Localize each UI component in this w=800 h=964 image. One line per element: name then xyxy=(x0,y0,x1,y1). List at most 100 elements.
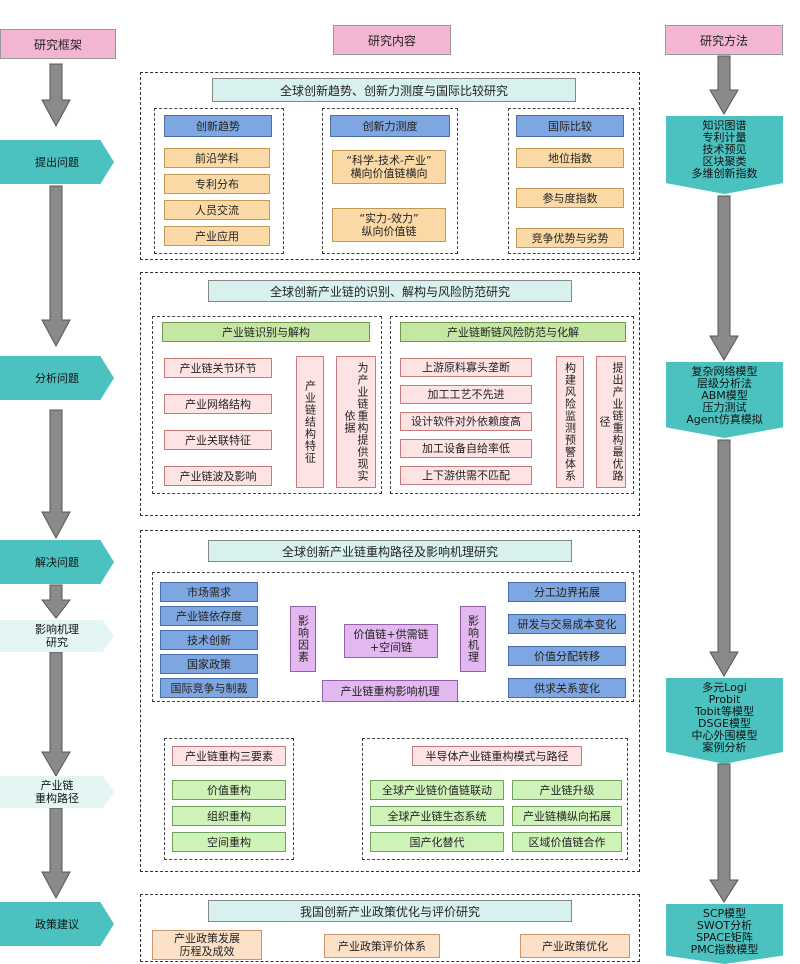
mechanism-item: 价值分配转移 xyxy=(508,646,626,666)
method-item: 中心外围模型 xyxy=(691,729,758,742)
mechanism-item: 研发与交易成本变化 xyxy=(508,614,626,634)
factor-item: 市场需求 xyxy=(160,582,258,602)
method-item: Probit xyxy=(708,693,741,706)
section3-title: 全球创新产业链重构路径及影响机理研究 xyxy=(208,540,572,562)
policy-history-line2: 历程及成效 xyxy=(179,945,235,958)
factor-item: 技术创新 xyxy=(160,630,258,650)
stage-restructure-line2: 重构路径 xyxy=(35,792,79,805)
method-item: 复杂网络模型 xyxy=(691,365,758,378)
mechanism-label: 影响机理 xyxy=(460,606,486,672)
trend-item: 人员交流 xyxy=(164,200,270,220)
center-line2: +空间链 xyxy=(369,641,413,654)
mode-item: 国产化替代 xyxy=(370,832,504,852)
compare-item: 参与度指数 xyxy=(516,188,624,208)
identify-head: 产业链识别与解构 xyxy=(162,322,370,342)
factor-label: 影响因素 xyxy=(290,606,316,672)
header-method: 研究方法 xyxy=(665,25,783,55)
factor-item: 产业链依存度 xyxy=(160,606,258,626)
policy-history-line1: 产业政策发展 xyxy=(174,932,240,945)
header-framework: 研究框架 xyxy=(0,29,116,59)
method-group-2: 复杂网络模型 层级分析法 ABM模型 压力测试 Agent仿真模拟 xyxy=(666,362,783,438)
element-item: 空间重构 xyxy=(172,832,286,852)
center-line1: 价值链+供需链 xyxy=(353,628,429,641)
mechanism-item: 供求关系变化 xyxy=(508,678,626,698)
measure-horizontal-line2: 横向价值链横向 xyxy=(350,167,428,180)
identify-item: 产业关联特征 xyxy=(164,430,272,450)
method-group-1: 知识图谱 专利计量 技术预见 区块聚类 多维创新指数 xyxy=(666,116,783,194)
identify-item: 产业网络结构 xyxy=(164,394,272,414)
risk-group xyxy=(390,316,634,494)
mode-item: 全球产业链生态系统 xyxy=(370,806,504,826)
risk-item: 设计软件对外依赖度高 xyxy=(400,412,532,431)
header-content: 研究内容 xyxy=(333,25,451,55)
section4-title: 我国创新产业政策优化与评价研究 xyxy=(208,900,572,922)
compare-group xyxy=(508,108,634,254)
stage-policy-advice: 政策建议 xyxy=(0,902,114,946)
method-item: PMC指数模型 xyxy=(690,943,759,956)
element-item: 价值重构 xyxy=(172,780,286,800)
section1-title: 全球创新趋势、创新力测度与国际比较研究 xyxy=(212,78,576,102)
optimal-path: 提出产业链重构最优路径 xyxy=(596,356,626,488)
modes-head: 半导体产业链重构模式与路径 xyxy=(412,746,582,766)
method-item: 案例分析 xyxy=(702,741,747,754)
stage-analyze-problem: 分析问题 xyxy=(0,356,114,400)
method-group-3: 多元Logi Probit Tobit等模型 DSGE模型 中心外围模型 案例分… xyxy=(666,678,783,764)
method-item: Agent仿真模拟 xyxy=(686,413,763,426)
trend-item: 产业应用 xyxy=(164,226,270,246)
trend-group xyxy=(154,108,284,254)
stage-restructure-path: 产业链 重构路径 xyxy=(0,776,114,808)
mode-item: 产业链升级 xyxy=(512,780,622,800)
elements-group xyxy=(164,738,294,860)
compare-item: 竞争优势与劣势 xyxy=(516,228,624,248)
measure-vertical-line1: “实力-效力” xyxy=(359,212,419,225)
method-item: 技术预见 xyxy=(702,143,747,156)
risk-item: 上游原料寡头垄断 xyxy=(400,358,532,377)
risk-item: 上下游供需不匹配 xyxy=(400,466,532,485)
risk-item: 加工工艺不先进 xyxy=(400,385,532,404)
risk-item: 加工设备自给率低 xyxy=(400,439,532,458)
center-chains: 价值链+供需链 +空间链 xyxy=(344,624,438,658)
method-item: SWOT分析 xyxy=(696,919,753,932)
method-item: DSGE模型 xyxy=(698,717,751,730)
identify-item: 产业链波及影响 xyxy=(164,466,272,486)
modes-group xyxy=(362,738,628,860)
stage-mechanism-line1: 影响机理 xyxy=(35,623,79,636)
trend-head: 创新趋势 xyxy=(164,115,272,137)
element-item: 组织重构 xyxy=(172,806,286,826)
method-item: 多元Logi xyxy=(702,681,747,694)
identify-item: 产业链关节环节 xyxy=(164,358,272,378)
policy-evaluation: 产业政策评价体系 xyxy=(324,934,440,958)
measure-group xyxy=(322,108,458,254)
identify-group xyxy=(152,316,382,494)
method-item: 层级分析法 xyxy=(697,377,752,390)
compare-item: 地位指数 xyxy=(516,148,624,168)
method-item: SPACE矩阵 xyxy=(696,931,753,944)
reality-basis: 为产业链重构提供现实依据 xyxy=(336,356,376,488)
mode-item: 区域价值链合作 xyxy=(512,832,622,852)
method-group-4: SCP模型 SWOT分析 SPACE矩阵 PMC指数模型 xyxy=(666,904,783,964)
method-arrows xyxy=(709,55,739,903)
stage-mechanism-line2: 研究 xyxy=(46,636,68,649)
policy-history: 产业政策发展 历程及成效 xyxy=(152,930,262,960)
stage-restructure-line1: 产业链 xyxy=(40,779,74,792)
method-item: 知识图谱 xyxy=(702,119,747,132)
measure-vertical: “实力-效力” 纵向价值链 xyxy=(332,208,446,242)
method-item: 压力测试 xyxy=(702,401,747,414)
mode-item: 全球产业链价值链联动 xyxy=(370,780,504,800)
mode-item: 产业链横纵向拓展 xyxy=(512,806,622,826)
method-item: ABM模型 xyxy=(701,389,748,402)
stage-mechanism-research: 影响机理 研究 xyxy=(0,620,114,652)
trend-item: 前沿学科 xyxy=(164,148,270,168)
trend-item: 专利分布 xyxy=(164,174,270,194)
policy-optimization: 产业政策优化 xyxy=(520,934,630,958)
factor-item: 国际竞争与制裁 xyxy=(160,678,258,698)
measure-vertical-line2: 纵向价值链 xyxy=(361,225,417,238)
mechanism-result: 产业链重构影响机理 xyxy=(322,680,458,702)
method-item: SCP模型 xyxy=(702,907,747,920)
method-item: 专利计量 xyxy=(702,131,747,144)
measure-head: 创新力测度 xyxy=(330,115,450,137)
mechanism-item: 分工边界拓展 xyxy=(508,582,626,602)
stage-solve-problem: 解决问题 xyxy=(0,540,114,584)
elements-head: 产业链重构三要素 xyxy=(172,746,286,766)
method-item: 区块聚类 xyxy=(702,155,747,168)
